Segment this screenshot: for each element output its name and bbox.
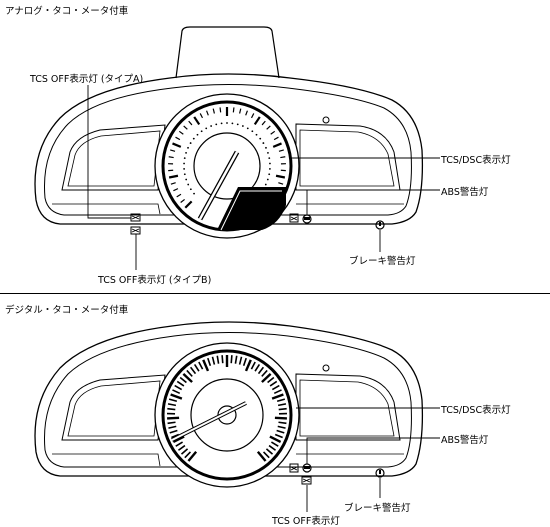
gauge-dot	[197, 134, 199, 136]
digital-tcs-off-indicator	[302, 477, 311, 484]
leader-digital-abs	[307, 438, 440, 464]
gauge-dot	[256, 134, 258, 136]
gauge-tick	[168, 422, 176, 423]
analog-cluster-diagram	[0, 0, 550, 290]
gauge-dot	[193, 138, 195, 140]
gauge-dot	[210, 125, 212, 127]
digital-right-window	[296, 374, 400, 440]
gauge-dot	[187, 184, 189, 186]
gauge-tick	[279, 409, 287, 410]
gauge-dot	[221, 122, 223, 124]
gauge-dot	[201, 130, 203, 132]
gauge-dot	[205, 127, 207, 129]
gauge-dot	[267, 152, 269, 154]
gauge-dot	[251, 130, 253, 132]
gauge-dot	[268, 173, 270, 175]
digital-trip-knob	[323, 365, 329, 371]
gauge-dot	[185, 179, 187, 181]
gauge-tick	[278, 422, 286, 423]
gauge-tick	[167, 409, 175, 410]
label-digital-tcs-off: TCS OFF表示灯	[272, 513, 340, 527]
gauge-dot	[185, 152, 187, 154]
gauge-dot	[237, 123, 239, 125]
label-digital-brake: ブレーキ警告灯	[344, 500, 411, 514]
gauge-dot	[247, 127, 249, 129]
label-digital-tcs-dsc: TCS/DSC表示灯	[441, 402, 511, 416]
gauge-dot	[265, 147, 267, 149]
leader-tcs-off-a	[88, 85, 131, 218]
gauge-dot	[190, 142, 192, 144]
label-analog-brake: ブレーキ警告灯	[349, 253, 416, 267]
label-analog-abs: ABS警告灯	[441, 184, 488, 198]
gauge-dot	[267, 179, 269, 181]
gauge-tick	[275, 418, 287, 419]
gauge-dot	[269, 163, 271, 165]
gauge-dot	[215, 123, 217, 125]
gauge-dot	[190, 188, 192, 190]
digital-abs-indicator	[303, 464, 311, 472]
gauge-dot	[269, 168, 271, 170]
analog-abs-indicator	[303, 215, 311, 223]
label-tcs-off-type-a: TCS OFF表示灯 (タイプA)	[30, 71, 143, 85]
label-analog-tcs-dsc: TCS/DSC表示灯	[441, 152, 511, 166]
gauge-dot	[268, 157, 270, 159]
gauge-dot	[262, 142, 264, 144]
gauge-dot	[193, 193, 195, 195]
gauge-dot	[183, 163, 185, 165]
gauge-dot	[184, 173, 186, 175]
gauge-dot	[242, 125, 244, 127]
gauge-tick	[280, 157, 285, 158]
analog-visor	[176, 27, 279, 78]
gauge-dot	[187, 147, 189, 149]
gauge-dot	[226, 122, 228, 124]
gauge-dot	[183, 168, 185, 170]
label-digital-abs: ABS警告灯	[441, 432, 488, 446]
gauge-dot	[184, 157, 186, 159]
gauge-dot	[259, 138, 261, 140]
gauge-dot	[232, 122, 234, 124]
gauge-tick	[233, 107, 234, 112]
digital-tcs-dsc-indicator	[290, 464, 298, 472]
analog-trip-knob	[323, 117, 329, 123]
gauge-tick	[167, 418, 179, 419]
gauge-tick	[169, 157, 174, 158]
analog-right-window	[296, 124, 400, 190]
gauge-dot	[265, 184, 267, 186]
gauge-tick	[220, 107, 221, 112]
tcs-off-indicator-b	[131, 227, 140, 234]
label-tcs-off-type-b: TCS OFF表示灯 (タイプB)	[98, 272, 211, 286]
analog-brake-indicator	[376, 221, 384, 229]
gauge-tick	[231, 355, 232, 363]
gauge-tick	[222, 355, 223, 363]
